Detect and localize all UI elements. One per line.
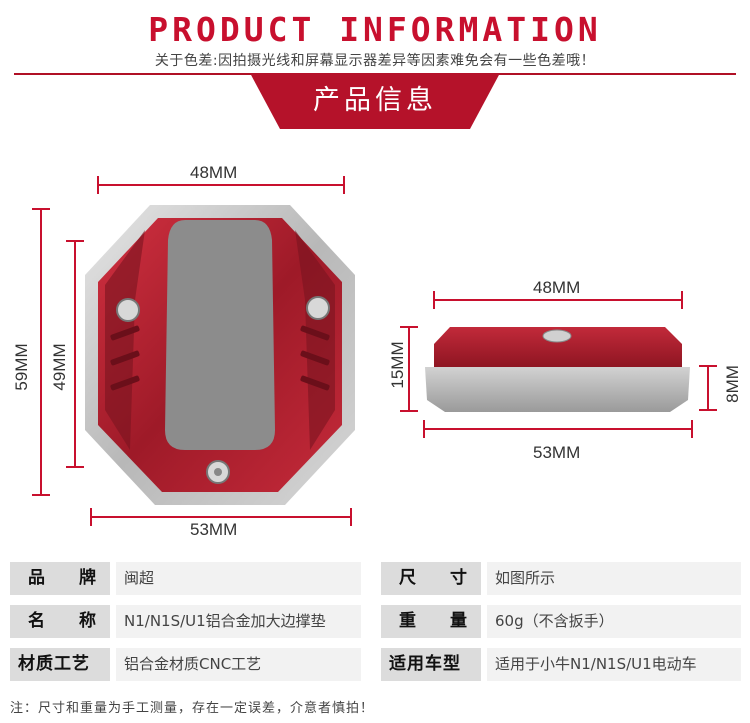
spec-value-weight: 60g（不含扳手） bbox=[487, 605, 741, 638]
color-difference-note: 关于色差:因拍摄光线和屏幕显示器差异等因素难免会有一些色差哦！ bbox=[154, 53, 596, 69]
dim-tick bbox=[90, 508, 92, 526]
dim-tick bbox=[32, 208, 50, 210]
dim-tick bbox=[32, 494, 50, 496]
dim-line-left-outer bbox=[40, 208, 42, 496]
dim-line-right-bottom bbox=[423, 428, 693, 430]
spec-label-char: 称 bbox=[79, 611, 96, 631]
spec-label-brand: 品 牌 bbox=[10, 562, 110, 595]
dim-right-bottom-width: 53MM bbox=[533, 443, 581, 462]
spec-row-size: 尺 寸 如图所示 bbox=[381, 562, 741, 595]
spec-value-brand: 闽超 bbox=[116, 562, 361, 595]
dim-tick bbox=[699, 365, 717, 367]
spec-label-char: 重 bbox=[399, 611, 416, 631]
spec-row-fit: 适用车型 适用于小牛N1/N1S/U1电动车 bbox=[381, 648, 741, 681]
dim-tick bbox=[423, 420, 425, 438]
dim-tick bbox=[66, 240, 84, 242]
spec-row-material: 材质工艺 铝合金材质CNC工艺 bbox=[10, 648, 362, 681]
dim-tick bbox=[433, 291, 435, 309]
spec-label-size: 尺 寸 bbox=[381, 562, 481, 595]
dim-tick bbox=[66, 466, 84, 468]
dim-right-top-width: 48MM bbox=[533, 278, 581, 297]
product-side-view bbox=[420, 322, 695, 414]
spec-value-name: N1/N1S/U1铝合金加大边撑垫 bbox=[116, 605, 361, 638]
dim-left-outer-height: 59MM bbox=[12, 343, 31, 391]
dim-line-right-base bbox=[707, 365, 709, 411]
spec-row-name: 名 称 N1/N1S/U1铝合金加大边撑垫 bbox=[10, 605, 362, 638]
spec-value-material: 铝合金材质CNC工艺 bbox=[116, 648, 361, 681]
spec-label-name: 名 称 bbox=[10, 605, 110, 638]
dim-tick bbox=[350, 508, 352, 526]
spec-label-char: 牌 bbox=[79, 568, 96, 588]
spec-label-material: 材质工艺 bbox=[10, 648, 110, 681]
spec-row-weight: 重 量 60g（不含扳手） bbox=[381, 605, 741, 638]
kickstand-pad-top-illustration bbox=[85, 205, 355, 505]
dim-left-top-width: 48MM bbox=[190, 163, 238, 182]
spec-label-char: 名 bbox=[28, 611, 45, 631]
dim-line-right-top bbox=[433, 299, 683, 301]
dim-right-base-height: 8MM bbox=[723, 365, 742, 403]
dim-tick bbox=[400, 410, 418, 412]
kickstand-pad-side-illustration bbox=[425, 327, 690, 412]
dim-tick bbox=[343, 176, 345, 194]
spec-value-fit: 适用于小牛N1/N1S/U1电动车 bbox=[487, 648, 741, 681]
dim-tick bbox=[681, 291, 683, 309]
dim-tick bbox=[400, 326, 418, 328]
dim-line-left-inner bbox=[74, 240, 76, 468]
dim-line-right-total bbox=[408, 326, 410, 412]
section-banner: 产品信息 bbox=[250, 73, 500, 129]
spec-label-weight: 重 量 bbox=[381, 605, 481, 638]
product-top-view bbox=[80, 200, 370, 510]
dim-line-left-top bbox=[97, 184, 345, 186]
dim-tick bbox=[97, 176, 99, 194]
dim-left-bottom-width: 53MM bbox=[190, 520, 238, 539]
spec-value-size: 如图所示 bbox=[487, 562, 741, 595]
spec-row-brand: 品 牌 闽超 bbox=[10, 562, 362, 595]
spec-label-char: 量 bbox=[450, 611, 467, 631]
spec-label-fit: 适用车型 bbox=[381, 648, 481, 681]
dim-line-left-bottom bbox=[90, 516, 352, 518]
dim-right-total-height: 15MM bbox=[388, 341, 407, 389]
dim-left-inner-height: 49MM bbox=[50, 343, 69, 391]
measurement-note: 注：尺寸和重量为手工测量，存在一定误差，介意者慎拍！ bbox=[10, 701, 375, 716]
spec-label-char: 寸 bbox=[450, 568, 467, 588]
spec-label-char: 尺 bbox=[399, 568, 416, 588]
page-title: PRODUCT INFORMATION bbox=[148, 10, 602, 49]
dim-tick bbox=[691, 420, 693, 438]
dim-tick bbox=[699, 409, 717, 411]
spec-label-char: 品 bbox=[28, 568, 45, 588]
